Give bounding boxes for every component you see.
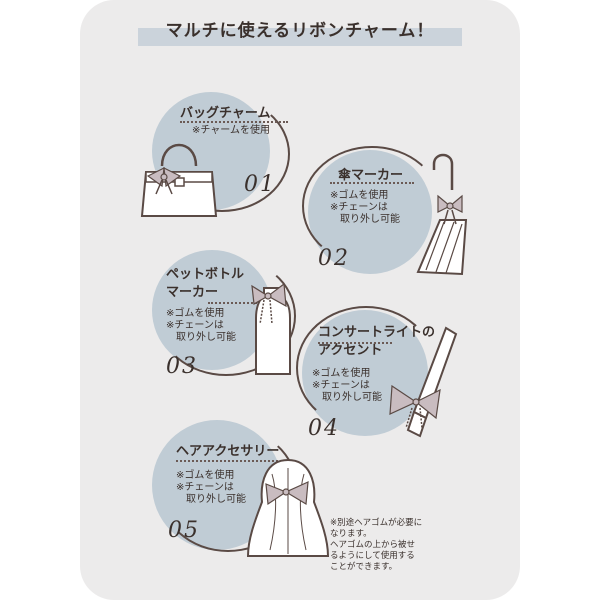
item-divider-02 — [330, 182, 414, 184]
circle-ring-03 — [156, 256, 296, 376]
page-title: マルチに使えるリボンチャーム！ — [165, 21, 435, 41]
item-note-01: ※チャームを使用 — [192, 125, 270, 136]
item-label-03: ペットボトル マーカー — [166, 267, 245, 300]
item-number-03: 03 — [166, 354, 198, 379]
penlight-illustration — [389, 326, 458, 438]
bottle-illustration — [251, 282, 291, 375]
item-note-04: ※ゴムを使用 ※チェーンは 取り外し可能 — [312, 368, 382, 403]
item-divider-04 — [318, 342, 392, 344]
card: マルチに使えるリボンチャーム！ バッグチャーム ※チャームを使用 01 傘マーカ… — [80, 0, 520, 600]
item-label-04: コンサートライトの アクセント — [318, 325, 436, 358]
item-label-01: バッグチャーム — [180, 106, 271, 121]
item-label-02: 傘マーカー — [338, 168, 404, 183]
bag-illustration — [140, 143, 218, 217]
circle-ring-02 — [302, 146, 442, 266]
item-divider-05 — [176, 460, 286, 462]
item-divider-03 — [208, 302, 284, 304]
hair-footnote: ※別途ヘアゴムが必要に なります。 ヘアゴムの上から被せ るようにして使用する … — [330, 518, 423, 572]
item-number-04: 04 — [308, 416, 340, 441]
item-note-05: ※ゴムを使用 ※チェーンは 取り外し可能 — [176, 470, 246, 505]
item-number-01: 01 — [244, 172, 276, 197]
item-note-03: ※ゴムを使用 ※チェーンは 取り外し可能 — [166, 308, 236, 343]
item-note-02: ※ゴムを使用 ※チェーンは 取り外し可能 — [330, 190, 400, 225]
circle-ring-01 — [154, 96, 290, 212]
item-number-02: 02 — [318, 246, 350, 271]
hair-illustration — [246, 458, 330, 557]
title-band — [138, 28, 462, 46]
item-divider-01 — [180, 121, 288, 123]
item-label-05: ヘアアクセサリー — [176, 444, 280, 459]
item-number-05: 05 — [168, 518, 200, 543]
circle-ring-04 — [296, 306, 436, 430]
umbrella-illustration — [416, 153, 468, 276]
